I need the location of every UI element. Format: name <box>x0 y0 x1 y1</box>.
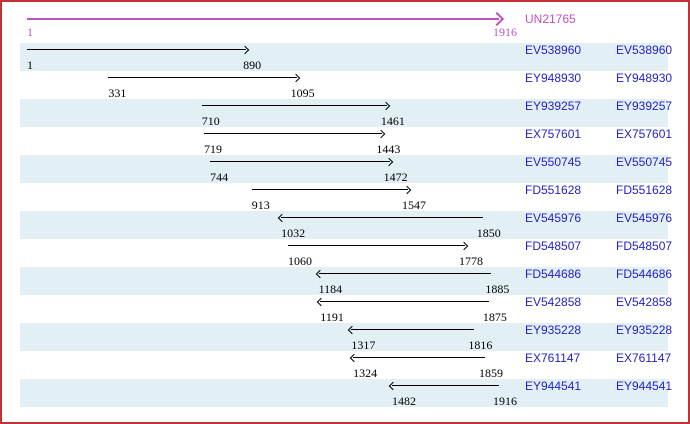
sequence-arrow <box>388 381 499 391</box>
alignment-row: 710 1461 EY939257 EY939257 <box>2 99 688 128</box>
sequence-id-link[interactable]: FD551628 <box>525 183 582 197</box>
start-coordinate: 719 <box>203 142 222 156</box>
sequence-id-link[interactable]: UN21765 <box>525 12 576 26</box>
start-coordinate: 1324 <box>353 366 378 380</box>
alignment-row: 1191 1875 EV542858 EV542858 <box>2 295 688 324</box>
start-coordinate: 1482 <box>392 394 417 408</box>
sequence-id-link-secondary[interactable]: EV545976 <box>616 211 673 225</box>
consensus-row: 1 1916 UN21765 <box>2 2 688 43</box>
sequence-id-link[interactable]: EV538960 <box>525 43 582 57</box>
sequence-id-link[interactable]: FD548507 <box>525 239 582 253</box>
end-coordinate: 1547 <box>402 198 427 212</box>
row-shading <box>20 43 668 71</box>
row-shading <box>20 99 668 127</box>
end-coordinate: 1916 <box>493 394 517 408</box>
start-coordinate: 1060 <box>288 254 313 268</box>
end-coordinate: 1443 <box>376 142 401 156</box>
start-coordinate: 1184 <box>318 282 343 296</box>
start-coordinate: 1191 <box>320 310 344 324</box>
alignment-row: 331 1095 EY948930 EY948930 <box>2 71 688 100</box>
end-coordinate: 1916 <box>493 25 517 39</box>
sequence-arrow <box>203 129 386 139</box>
sequence-arrow <box>348 325 475 335</box>
start-coordinate: 1032 <box>281 226 306 240</box>
sequence-id-link[interactable]: EX757601 <box>525 127 582 141</box>
alignment-row: 1184 1885 FD544686 FD544686 <box>2 267 688 296</box>
end-coordinate: 1778 <box>458 254 483 268</box>
sequence-arrow <box>277 213 483 223</box>
sequence-arrow <box>210 157 393 167</box>
end-coordinate: 1472 <box>383 170 408 184</box>
alignment-row: 913 1547 FD551628 FD551628 <box>2 183 688 212</box>
sequence-arrow <box>288 241 469 251</box>
sequence-id-link-secondary[interactable]: EV538960 <box>616 43 673 57</box>
alignment-row: 1324 1859 EX761147 EX761147 <box>2 351 688 380</box>
sequence-id-link[interactable]: EV550745 <box>525 155 582 169</box>
sequence-id-link[interactable]: EV545976 <box>525 211 582 225</box>
sequence-id-link-secondary[interactable]: FD544686 <box>616 267 673 281</box>
sequence-id-link-secondary[interactable]: FD551628 <box>616 183 673 197</box>
alignment-row: 1032 1850 EV545976 EV545976 <box>2 211 688 240</box>
start-coordinate: 1317 <box>351 338 376 352</box>
row-shading <box>20 323 668 351</box>
alignment-row: 1 890 EV538960 EV538960 <box>2 43 688 72</box>
sequence-id-link-secondary[interactable]: EX761147 <box>616 351 672 365</box>
sequence-arrow <box>349 353 485 363</box>
sequence-id-link-secondary[interactable]: EY935228 <box>616 323 673 337</box>
start-coordinate: 331 <box>108 86 127 100</box>
sequence-id-link[interactable]: EY935228 <box>525 323 582 337</box>
start-coordinate: 1 <box>27 25 33 39</box>
end-coordinate: 890 <box>243 58 262 72</box>
sequence-arrow <box>315 269 492 279</box>
end-coordinate: 1850 <box>476 226 501 240</box>
sequence-id-link-secondary[interactable]: EV550745 <box>616 155 673 169</box>
alignment-row: 1060 1778 FD548507 FD548507 <box>2 239 688 268</box>
sequence-arrow <box>251 185 412 195</box>
end-coordinate: 1859 <box>478 366 503 380</box>
start-coordinate: 1 <box>27 58 33 72</box>
sequence-arrow <box>27 45 250 55</box>
sequence-id-link-secondary[interactable]: EY944541 <box>616 379 673 393</box>
alignment-row: 744 1472 EV550745 EV550745 <box>2 155 688 184</box>
sequence-id-link[interactable]: EX761147 <box>525 351 581 365</box>
sequence-id-link-secondary[interactable]: EY939257 <box>616 99 673 113</box>
alignment-rows: 1 1916 UN21765 1 890 EV538960 EV538960 3… <box>2 2 688 408</box>
alignment-row: 1317 1816 EY935228 EY935228 <box>2 323 688 352</box>
alignment-row: 1482 1916 EY944541 EY944541 <box>2 379 688 408</box>
start-coordinate: 913 <box>251 198 270 212</box>
end-coordinate: 1875 <box>482 310 507 324</box>
sequence-id-link[interactable]: EY939257 <box>525 99 582 113</box>
row-shading <box>20 379 668 407</box>
sequence-arrow <box>108 73 300 83</box>
row-shading <box>20 267 668 295</box>
sequence-arrow <box>27 11 505 27</box>
row-shading <box>20 155 668 183</box>
sequence-arrow <box>201 101 391 111</box>
sequence-id-link-secondary[interactable]: FD548507 <box>616 239 673 253</box>
sequence-id-link[interactable]: EY944541 <box>525 379 582 393</box>
sequence-id-link[interactable]: FD544686 <box>525 267 582 281</box>
start-coordinate: 710 <box>201 114 220 128</box>
start-coordinate: 744 <box>210 170 229 184</box>
sequence-id-link-secondary[interactable]: EX757601 <box>616 127 673 141</box>
sequence-id-link-secondary[interactable]: EY948930 <box>616 71 673 85</box>
sequence-id-link-secondary[interactable]: EV542858 <box>616 295 673 309</box>
sequence-id-link[interactable]: EY948930 <box>525 71 582 85</box>
sequence-id-link[interactable]: EV542858 <box>525 295 582 309</box>
alignment-row: 719 1443 EX757601 EX757601 <box>2 127 688 156</box>
row-shading <box>20 211 668 239</box>
end-coordinate: 1095 <box>290 86 315 100</box>
end-coordinate: 1885 <box>485 282 510 296</box>
sequence-arrow <box>317 297 489 307</box>
end-coordinate: 1461 <box>380 114 405 128</box>
end-coordinate: 1816 <box>468 338 493 352</box>
